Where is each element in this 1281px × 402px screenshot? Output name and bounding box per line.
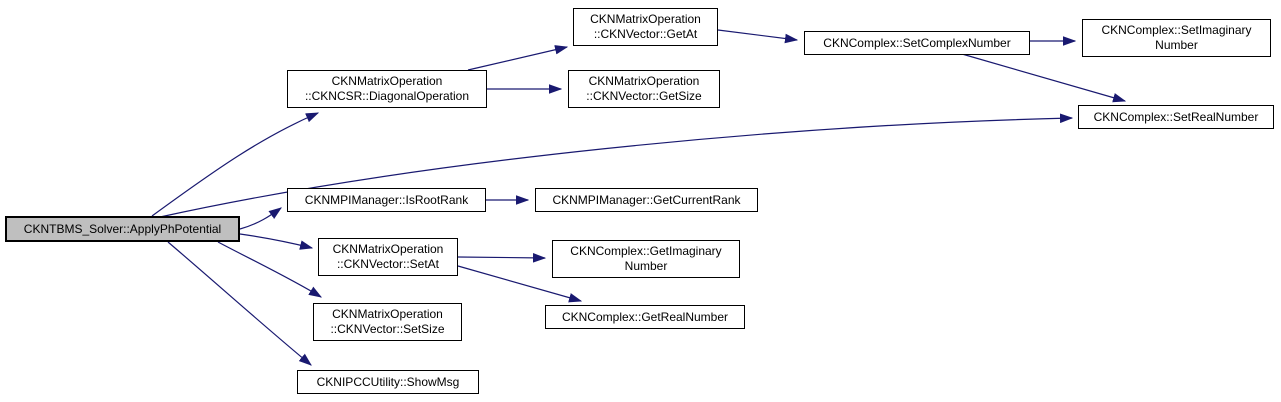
node-set-complex-number[interactable]: CKNComplex::SetComplexNumber	[804, 31, 1030, 55]
node-set-imaginary-number[interactable]: CKNComplex::SetImaginary Number	[1082, 19, 1271, 57]
edge-setat-to-getimag	[457, 253, 547, 263]
edge-apply-to-showmsg	[167, 241, 312, 366]
node-label-line1: CKNComplex::SetImaginary	[1101, 23, 1252, 37]
node-label-line1: CKNMatrixOperation	[331, 74, 443, 88]
edge-apply-to-setsize	[217, 241, 323, 298]
node-label: CKNMPIManager::GetCurrentRank	[552, 192, 741, 207]
node-set-real-number[interactable]: CKNComplex::SetRealNumber	[1078, 105, 1274, 129]
node-label-line1: CKNMatrixOperation	[588, 74, 700, 88]
node-label-line2: ::CKNCSR::DiagonalOperation	[304, 89, 470, 103]
node-label: CKNIPCCUtility::ShowMsg	[316, 374, 460, 389]
edge-getat-to-setcomplex	[717, 29, 799, 44]
node-label: CKNMPIManager::IsRootRank	[304, 192, 469, 207]
node-label-line1: CKNMatrixOperation	[332, 307, 443, 321]
node-label: CKNTBMS_Solver::ApplyPhPotential	[23, 221, 222, 236]
node-label-line2: ::CKNVector::SetSize	[330, 322, 445, 336]
node-label-line2: ::CKNVector::GetSize	[586, 89, 702, 103]
node-get-real-number[interactable]: CKNComplex::GetRealNumber	[545, 305, 745, 329]
node-diagonal-operation[interactable]: CKNMatrixOperation ::CKNCSR::DiagonalOpe…	[287, 70, 487, 108]
edge-apply-to-setat	[239, 233, 314, 250]
node-label: CKNComplex::SetRealNumber	[1093, 109, 1259, 124]
node-vector-setat[interactable]: CKNMatrixOperation ::CKNVector::SetAt	[318, 238, 458, 276]
edge-diagonal-to-getat	[467, 45, 569, 71]
node-label-line1: CKNComplex::GetImaginary	[570, 244, 722, 258]
node-label-line2: ::CKNVector::GetAt	[593, 27, 698, 41]
node-apply-ph-potential: CKNTBMS_Solver::ApplyPhPotential	[5, 216, 240, 242]
node-label-line2: Number	[624, 259, 668, 273]
node-vector-getat[interactable]: CKNMatrixOperation ::CKNVector::GetAt	[573, 8, 718, 46]
node-label-line2: ::CKNVector::SetAt	[336, 257, 440, 271]
edge-setcomplex-to-setreal	[961, 53, 1127, 103]
node-label: CKNComplex::GetRealNumber	[561, 309, 729, 324]
node-label-line2: Number	[1155, 38, 1198, 52]
node-vector-setsize[interactable]: CKNMatrixOperation ::CKNVector::SetSize	[313, 303, 462, 341]
node-is-root-rank[interactable]: CKNMPIManager::IsRootRank	[287, 188, 486, 212]
node-label-line1: CKNMatrixOperation	[590, 12, 701, 26]
edge-apply-to-isroot	[239, 207, 282, 230]
node-show-msg[interactable]: CKNIPCCUtility::ShowMsg	[297, 370, 479, 394]
node-get-current-rank[interactable]: CKNMPIManager::GetCurrentRank	[535, 188, 758, 212]
node-get-imaginary-number[interactable]: CKNComplex::GetImaginary Number	[552, 240, 740, 278]
node-vector-getsize[interactable]: CKNMatrixOperation ::CKNVector::GetSize	[568, 70, 720, 108]
node-label-line1: CKNMatrixOperation	[332, 242, 444, 256]
node-label: CKNComplex::SetComplexNumber	[823, 35, 1011, 50]
